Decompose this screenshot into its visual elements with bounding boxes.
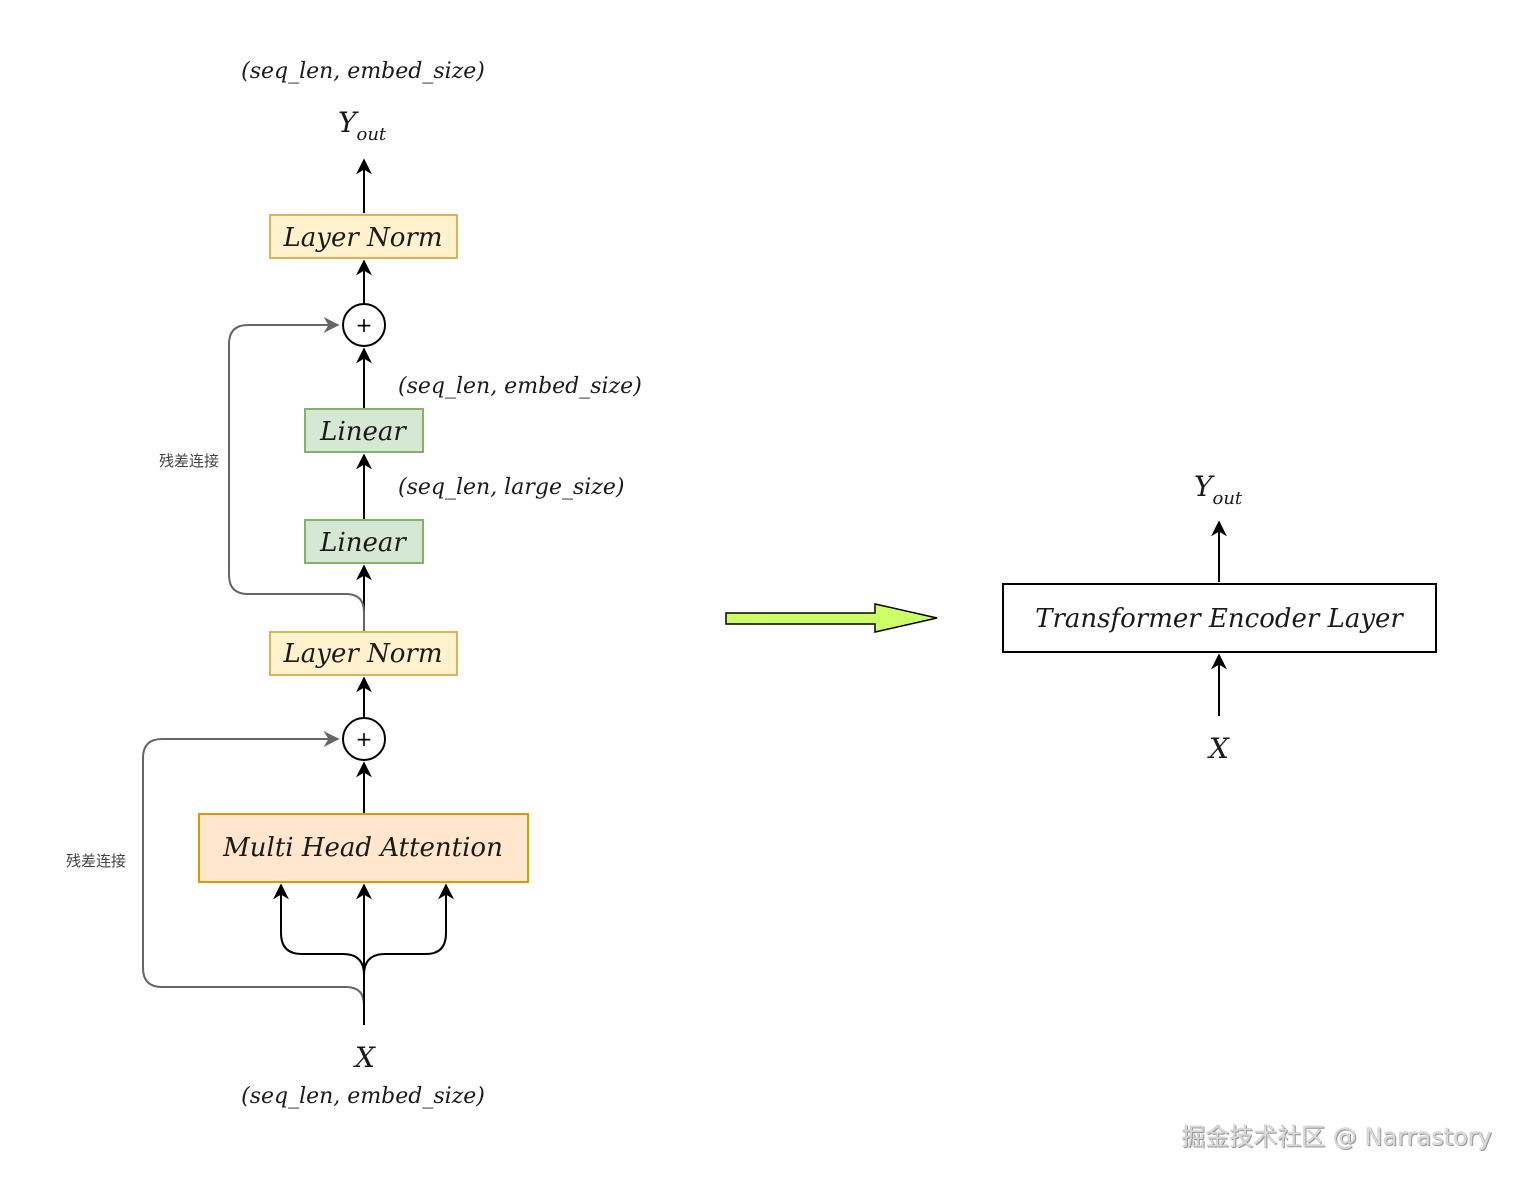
linear-top-output-shape: (seq_len, embed_size) [398,374,642,399]
residual-label-bottom: 残差连接 [66,852,126,870]
svg-text:Multi Head Attention: Multi Head Attention [222,833,503,863]
key-input-arrow [363,883,454,976]
transform-arrow [725,603,938,633]
add-node-top: + [342,303,386,347]
svg-text:Layer Norm: Layer Norm [282,223,442,253]
input-shape-label: (seq_len, embed_size) [241,1084,485,1109]
linear-bottom-output-shape: (seq_len, large_size) [398,475,624,500]
svg-text:+: + [356,313,373,337]
output-shape-label: (seq_len, embed_size) [241,59,485,84]
right-x-label: X [1207,732,1230,765]
left-x-label: X [353,1041,376,1074]
svg-text:Layer Norm: Layer Norm [282,639,442,669]
residual-connection-bottom [142,731,365,1025]
residual-connection-top [228,317,365,631]
layer-norm-bottom-box: Layer Norm [269,631,458,676]
watermark: 掘金技术社区 @ Narrastory [1181,1123,1492,1151]
add-node-bottom: + [342,717,386,761]
svg-text:Transformer Encoder Layer: Transformer Encoder Layer [1035,604,1404,634]
multi-head-attention-box: Multi Head Attention [198,813,529,883]
transformer-encoder-layer-box: Transformer Encoder Layer [1002,583,1437,653]
layer-norm-top-box: Layer Norm [269,214,458,259]
left-y-out-label: Yout [338,106,387,145]
residual-label-top: 残差连接 [159,452,219,470]
linear-top-box: Linear [304,408,424,453]
right-y-out-label: Yout [1194,470,1243,509]
svg-text:+: + [356,727,373,751]
query-input-arrow [273,883,365,976]
linear-bottom-box: Linear [304,519,424,564]
svg-text:Linear: Linear [319,417,407,447]
svg-text:Linear: Linear [319,528,407,558]
